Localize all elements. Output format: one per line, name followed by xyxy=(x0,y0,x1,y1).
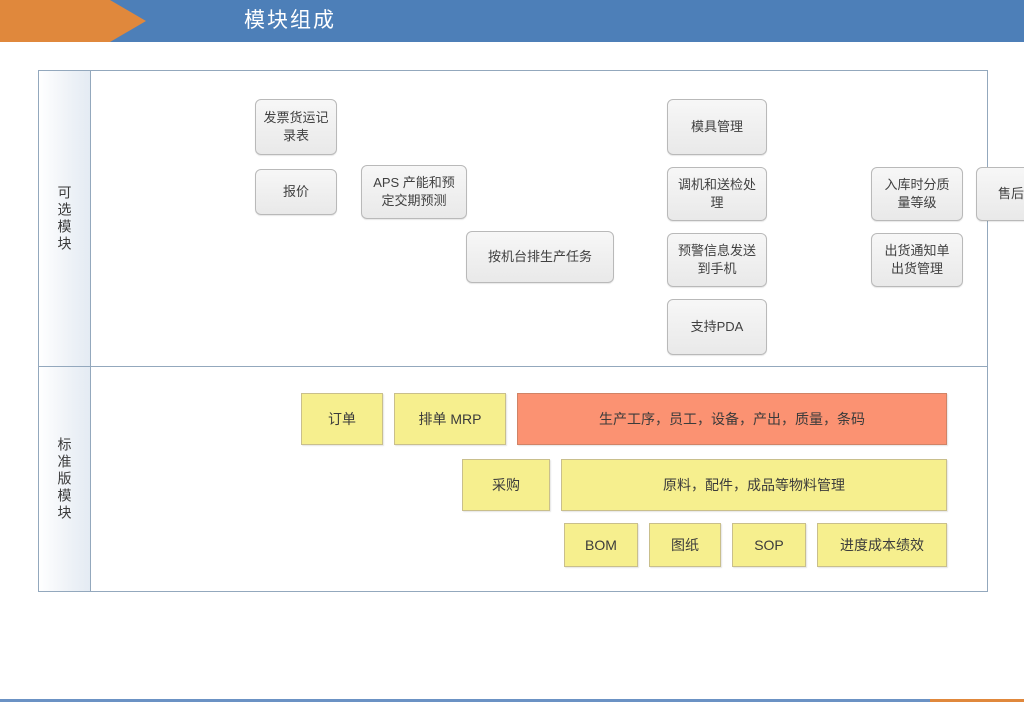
module-box-label: 进度成本绩效 xyxy=(840,536,924,553)
module-box-label: APS 产能和预定交期预测 xyxy=(373,175,455,208)
module-box-label: 出货通知单出货管理 xyxy=(884,243,950,276)
module-composition-diagram: 可选模块 发票货运记录表报价 APS 产能和预定交期预测按机台排生产任务 模具管理调… xyxy=(38,70,1024,592)
module-box-label: 模具管理 xyxy=(690,119,743,135)
module-box-label: 售后管理 xyxy=(997,186,1024,202)
section-optional-modules: 可选模块 发票货运记录表报价 APS 产能和预定交期预测按机台排生产任务 模具管理调… xyxy=(39,71,1024,367)
module-box-label: 图纸 xyxy=(671,536,699,553)
footer-bar-blue-segment xyxy=(0,699,930,702)
module-box-label: 支持PDA xyxy=(690,319,744,335)
module-box[interactable]: 发票货运记录表 xyxy=(255,99,337,155)
module-box[interactable]: 图纸 xyxy=(649,523,721,567)
module-box[interactable]: 按机台排生产任务 xyxy=(466,231,614,283)
module-box-label: SOP xyxy=(754,536,784,553)
module-box[interactable]: 原料，配件，成品等物料管理 xyxy=(561,459,947,511)
section-optional-label: 可选模块 xyxy=(56,184,73,253)
header-bar: 模块组成 xyxy=(0,0,1024,42)
module-box[interactable]: 采购 xyxy=(462,459,550,511)
module-box-label: BOM xyxy=(585,536,617,553)
module-box-label: 生产工序，员工，设备，产出，质量，条码 xyxy=(599,410,865,427)
module-box-label: 报价 xyxy=(282,184,309,200)
module-box[interactable]: 进度成本绩效 xyxy=(817,523,947,567)
module-box-label: 排单 MRP xyxy=(418,410,482,427)
module-box[interactable]: 入库时分质量等级 xyxy=(871,167,963,221)
module-box[interactable]: 售后管理 xyxy=(976,167,1024,221)
module-box-label: 按机台排生产任务 xyxy=(487,249,592,265)
module-box-label: 订单 xyxy=(328,410,356,427)
module-box-label: 调机和送检处理 xyxy=(677,177,756,210)
module-box[interactable]: 支持PDA xyxy=(667,299,767,355)
section-standard-label: 标准版模块 xyxy=(56,436,73,522)
module-box[interactable]: 排单 MRP xyxy=(394,393,506,445)
section-optional-label-cell: 可选模块 xyxy=(39,71,91,366)
module-box[interactable]: BOM xyxy=(564,523,638,567)
module-box-label: 入库时分质量等级 xyxy=(884,177,950,210)
module-box-label: 原料，配件，成品等物料管理 xyxy=(663,476,845,493)
section-optional-body: 发票货运记录表报价 APS 产能和预定交期预测按机台排生产任务 模具管理调机和送检处… xyxy=(92,71,1024,366)
module-box[interactable]: 出货通知单出货管理 xyxy=(871,233,963,287)
module-box[interactable]: APS 产能和预定交期预测 xyxy=(361,165,467,219)
module-box[interactable]: SOP xyxy=(732,523,806,567)
module-box[interactable]: 预警信息发送到手机 xyxy=(667,233,767,287)
module-box[interactable]: 订单 xyxy=(301,393,383,445)
section-standard-modules: 标准版模块 订单 排单 MRP 生产工序，员工，设备，产出，质量，条码采购 原料，配件… xyxy=(39,367,987,591)
header-arrow-tip-icon xyxy=(110,0,146,42)
module-box-label: 发票货运记录表 xyxy=(263,110,329,143)
module-box[interactable]: 生产工序，员工，设备，产出，质量，条码 xyxy=(517,393,947,445)
module-box[interactable]: 报价 xyxy=(255,169,337,215)
section-standard-body: 订单 排单 MRP 生产工序，员工，设备，产出，质量，条码采购 原料，配件，成品等物料… xyxy=(92,367,987,591)
page-title: 模块组成 xyxy=(244,9,336,32)
footer-bar xyxy=(0,699,1024,702)
module-box[interactable]: 模具管理 xyxy=(667,99,767,155)
module-box[interactable]: 调机和送检处理 xyxy=(667,167,767,221)
header-arrow-shape xyxy=(0,0,110,42)
module-box-label: 预警信息发送到手机 xyxy=(677,243,756,276)
module-box-label: 采购 xyxy=(492,476,520,493)
footer-bar-orange-segment xyxy=(930,699,1024,702)
section-standard-label-cell: 标准版模块 xyxy=(39,367,91,591)
